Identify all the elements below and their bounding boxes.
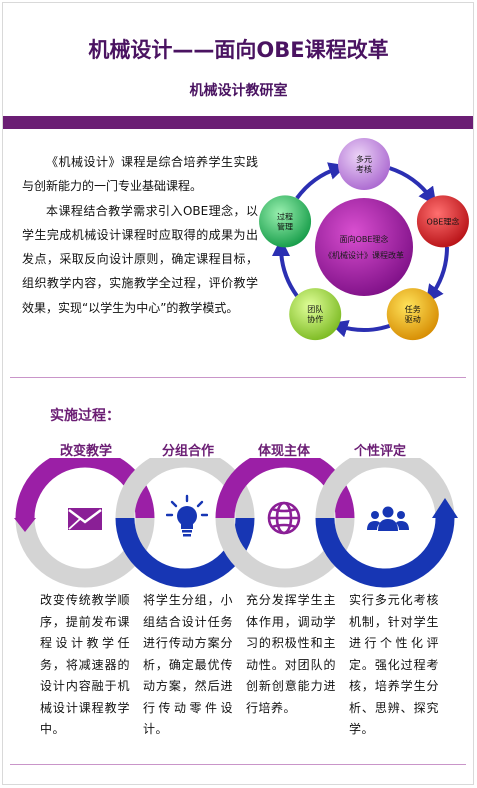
cycle-node-label: 多元 [356, 154, 372, 164]
cycle-node-circle [416, 195, 469, 248]
process-title: 实施过程： [50, 408, 120, 424]
envelope-icon [68, 508, 102, 530]
cycle-center-line-1: 面向OBE理念 [340, 234, 389, 244]
intro-text: 《机械设计》课程是综合培养学生实践与创新能力的一门专业基础课程。 本课程结合教学… [22, 150, 258, 320]
cycle-node-circle [386, 288, 439, 341]
intro-paragraph-2: 本课程结合教学需求引入OBE理念，以学生完成机械设计课程时应取得的成果为出发点，… [22, 203, 258, 315]
cycle-node-label: 过程 [277, 211, 293, 221]
globe-icon [267, 501, 301, 535]
cycle-node-circle [289, 288, 342, 341]
arc-top-4 [315, 458, 455, 519]
page-subtitle: 机械设计教研室 [189, 83, 288, 99]
cycle-arrow-2 [425, 246, 449, 304]
cycle-center-line-2: 《机械设计》课程改革 [324, 250, 404, 260]
step-text-3: 充分发挥学生主体作用，调动学习的积极性和主动性。对团队的创新创意能力进行培养。 [246, 593, 336, 715]
cycle-node-label: 驱动 [405, 314, 421, 324]
step-title-4: 个性评定 [353, 444, 406, 459]
cycle-node-circle [259, 195, 312, 248]
cycle-node-circle [338, 138, 390, 190]
cycle-arrow-1 [388, 166, 437, 206]
cycle-node-label: OBE理念 [427, 216, 460, 226]
page-title: 机械设计——面向OBE课程改革 [88, 38, 389, 62]
cycle-node-label: 任务 [405, 304, 421, 314]
cycle-node-label: 考核 [356, 164, 372, 174]
arrow-head-start [14, 518, 36, 532]
arrow-head-end [432, 498, 458, 518]
cycle-node-label: 管理 [277, 221, 293, 231]
step-title-1: 改变教学 [59, 444, 112, 459]
step-text-1: 改变传统教学顺序，提前发布课程设计教学任务，将减速器的设计内容融于机械设计课程教… [40, 593, 130, 736]
people-icon [367, 506, 409, 531]
process-arc-graphic [14, 458, 458, 588]
arc-bottom-4 [315, 517, 455, 588]
step-title-3: 体现主体 [257, 444, 310, 459]
header-band [3, 116, 473, 129]
intro-paragraph-1: 《机械设计》课程是综合培养学生实践与创新能力的一门专业基础课程。 [22, 155, 258, 194]
cycle-node-label: 协作 [307, 314, 323, 324]
bottom-divider [10, 764, 466, 765]
step-text-2: 将学生分组，小组结合设计任务进行传动方案分析，确定最优传动方案，然后进行传动零件… [143, 593, 233, 736]
cycle-arrow-5 [295, 162, 347, 200]
step-text-4: 实行多元化考核机制，针对学生进行个性化评定。强化过程考核，培养学生分析、思辨、探… [349, 593, 439, 736]
section-divider [10, 377, 466, 378]
cycle-arrow-3 [329, 320, 391, 338]
cycle-arrow-4 [272, 238, 299, 297]
cycle-node-label: 团队 [307, 304, 323, 314]
step-title-2: 分组合作 [161, 444, 214, 459]
lightbulb-icon [166, 494, 208, 537]
cycle-center-circle [315, 198, 413, 296]
cycle-node-2: OBE理念 [416, 195, 469, 248]
